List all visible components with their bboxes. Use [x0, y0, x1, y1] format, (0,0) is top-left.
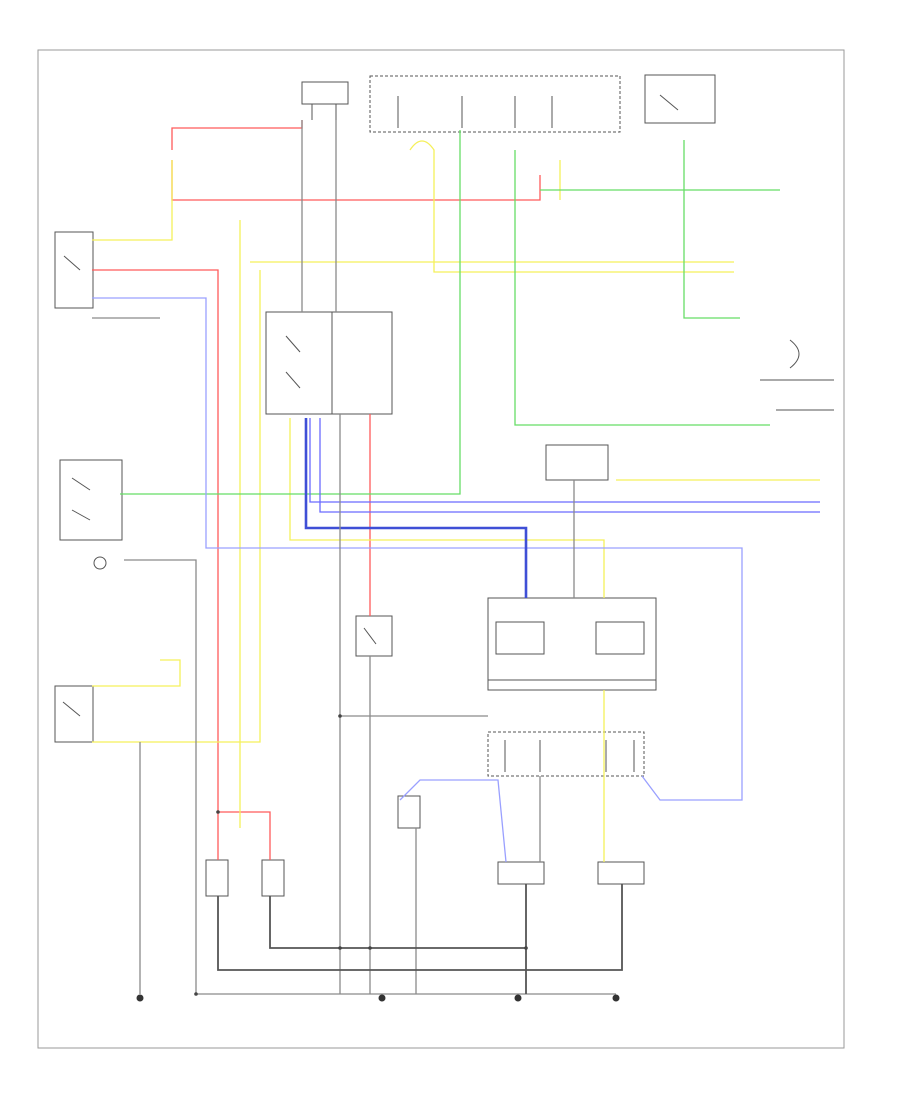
fuse-row-lower: [487, 731, 645, 777]
fuse-box-top: [301, 81, 349, 120]
headlight-relay: [265, 311, 393, 415]
relay-box-center: [487, 597, 657, 691]
left-headlight: [497, 861, 545, 885]
right-headlight: [597, 861, 645, 885]
tail-light-switch: [59, 459, 123, 570]
connector-right: [760, 339, 834, 411]
fuse-block-right: [369, 75, 621, 133]
diagram-frame: [37, 49, 845, 1049]
lamp-pair-left: [205, 859, 285, 897]
junction-nodes: [194, 714, 528, 996]
ground-3: [514, 994, 522, 1002]
beam-indicator: [397, 795, 421, 829]
small-switch-center: [355, 615, 393, 657]
dimmer-switch: [54, 231, 94, 309]
ground-2: [378, 994, 386, 1002]
starter-relay: [545, 444, 609, 481]
ground-1: [136, 994, 144, 1002]
ign-relay: [644, 74, 716, 124]
pass-switch: [54, 685, 94, 743]
ground-4: [612, 994, 620, 1002]
